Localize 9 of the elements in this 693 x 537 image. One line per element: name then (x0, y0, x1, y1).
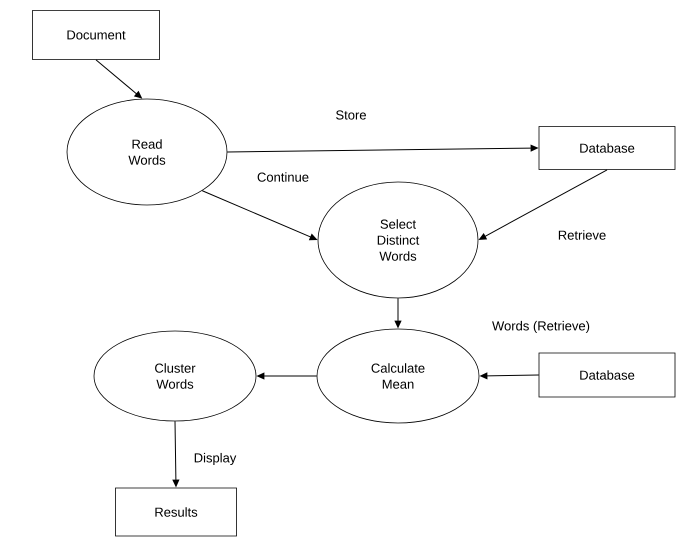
process-box: Results (115, 488, 237, 536)
edge-label: Words (Retrieve) (492, 320, 590, 334)
edge-label: Retrieve (558, 230, 606, 240)
edge-label: Display (194, 452, 236, 466)
process-box: Document (32, 10, 160, 60)
edge-label: Store (336, 110, 366, 120)
process-box: Database (538, 126, 676, 170)
edge-label: Continue (258, 172, 308, 182)
process-box: Database (538, 352, 676, 398)
